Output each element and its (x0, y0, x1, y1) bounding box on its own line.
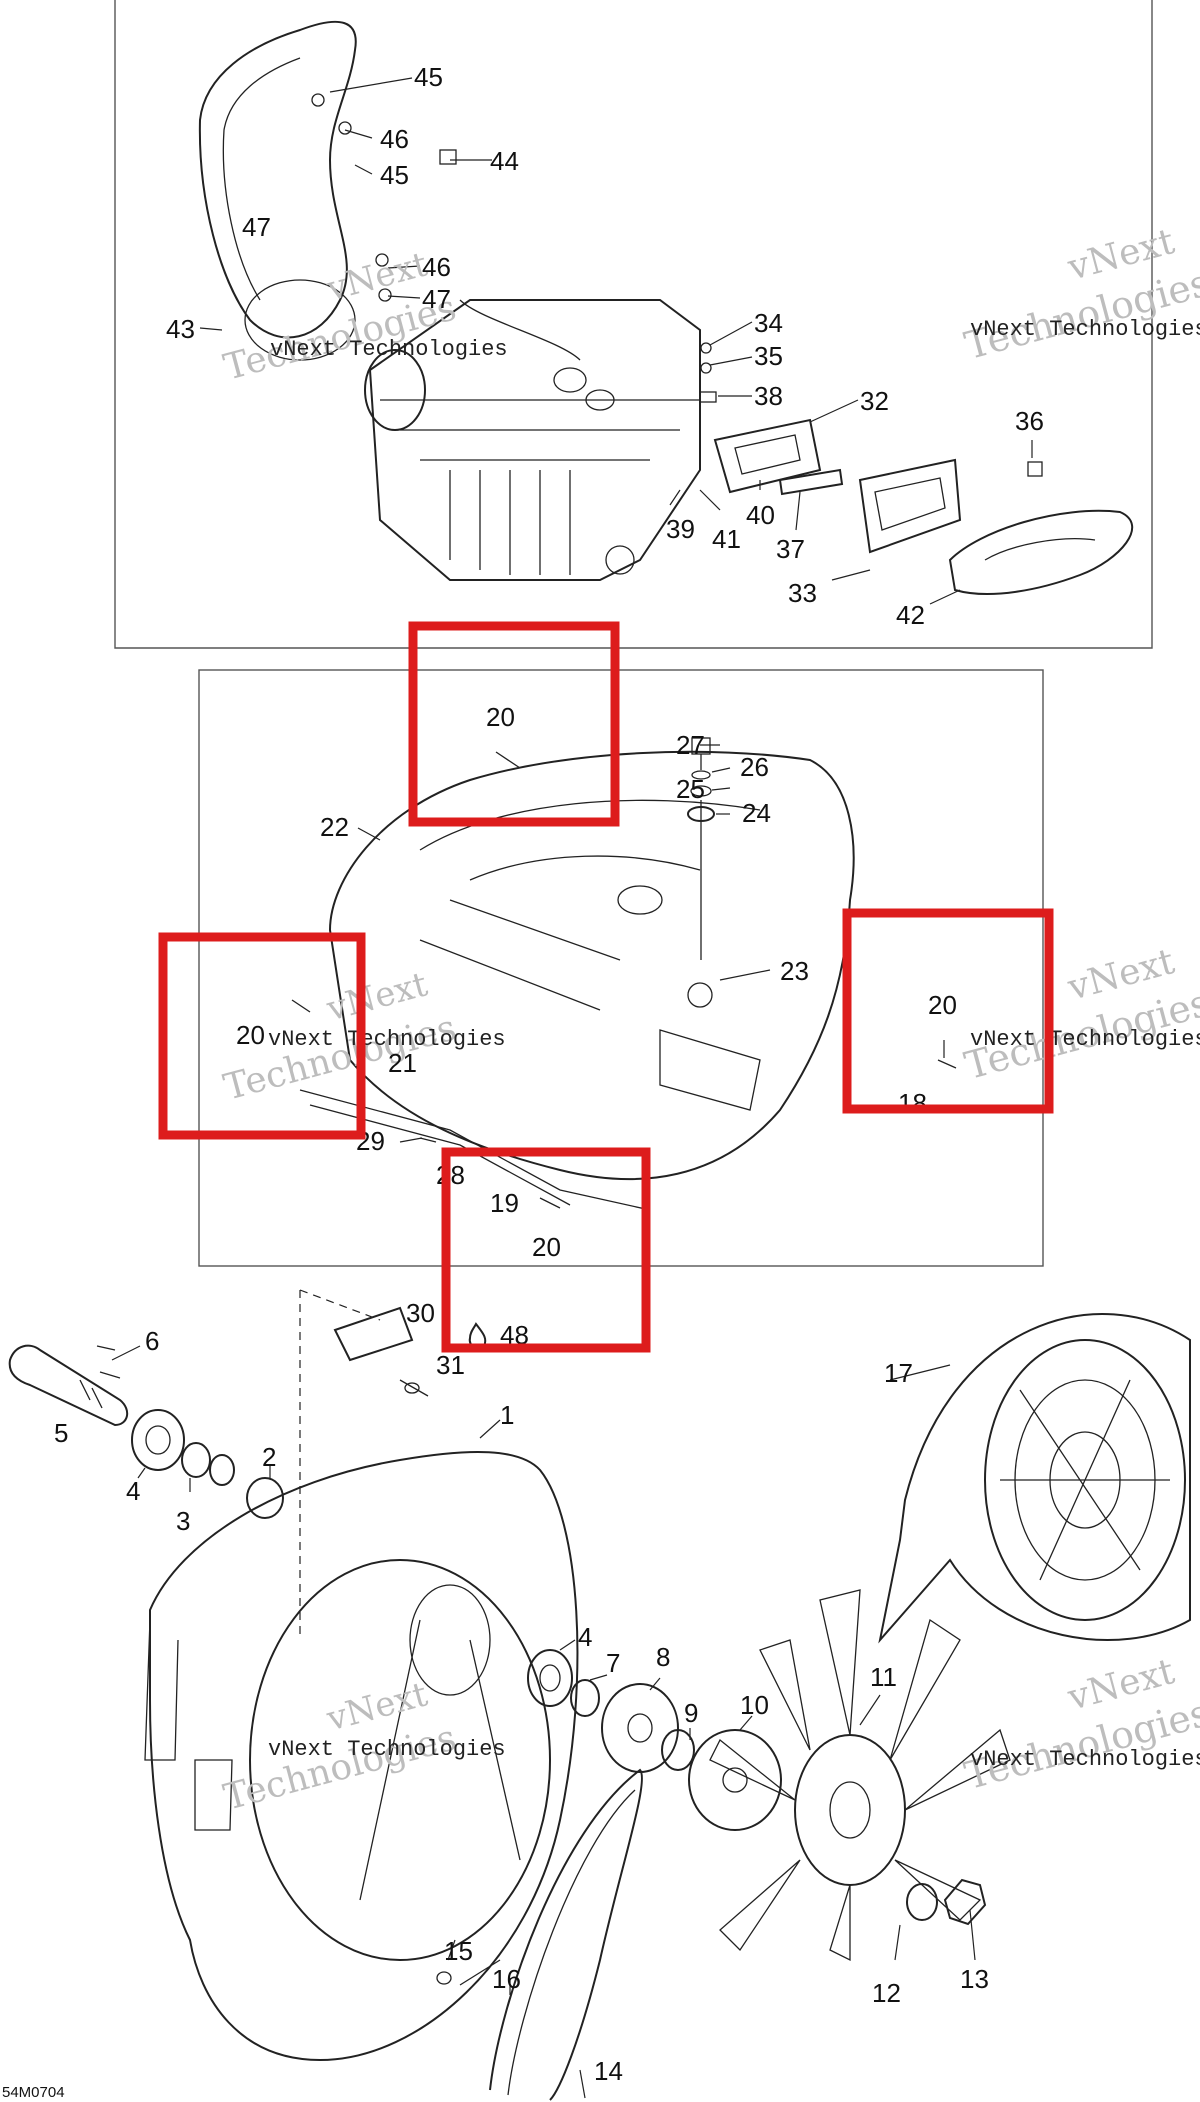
watermark-line2: vNext Technologies (970, 1027, 1200, 1052)
callout-label: 41 (712, 524, 741, 554)
highlight-box-top (408, 621, 620, 827)
callout-label: 42 (896, 600, 925, 630)
callout-label: 46 (422, 252, 451, 282)
callout-label: 3 (176, 1506, 190, 1536)
watermark-line2: vNext Technologies (970, 317, 1200, 342)
callout-label: 35 (754, 341, 783, 371)
bottom-callouts: 30 48 31 6 5 4 3 2 1 17 4 7 8 9 10 11 15… (54, 1298, 989, 2086)
callout-label: 38 (754, 381, 783, 411)
callout-label: 37 (776, 534, 805, 564)
callout-label: 17 (884, 1358, 913, 1388)
callout-label: 31 (436, 1350, 465, 1380)
diagram-code-label: 54M0704 (2, 2084, 65, 2101)
callout-label: 5 (54, 1418, 68, 1448)
highlight-box-right (842, 908, 1054, 1114)
callout-label: 20 (486, 702, 515, 732)
callout-label: 25 (676, 774, 705, 804)
highlight-box-left (158, 932, 366, 1140)
callout-label: 10 (740, 1690, 769, 1720)
callout-label: 36 (1015, 406, 1044, 436)
callout-label: 24 (742, 798, 771, 828)
callout-label: 13 (960, 1964, 989, 1994)
callout-label: 9 (684, 1698, 698, 1728)
callout-label: 19 (490, 1188, 519, 1218)
callout-label: 30 (406, 1298, 435, 1328)
callout-label: 23 (780, 956, 809, 986)
callout-label: 33 (788, 578, 817, 608)
engine-block-illustration (198, 20, 1134, 595)
callout-label: 43 (166, 314, 195, 344)
top-callouts: 45 46 45 44 47 46 47 43 34 35 38 32 36 4… (166, 62, 1044, 630)
callout-label: 46 (380, 124, 409, 154)
callout-label: 11 (870, 1662, 897, 1692)
callout-label: 45 (380, 160, 409, 190)
callout-label: 47 (422, 284, 451, 314)
watermark-line2: vNext Technologies (270, 337, 508, 362)
bottom-leader-lines (99, 1345, 976, 2099)
callout-label: 27 (676, 730, 705, 760)
callout-label: 20 (928, 990, 957, 1020)
callout-label: 7 (606, 1648, 620, 1678)
callout-label: 15 (444, 1936, 473, 1966)
callout-label: 2 (262, 1442, 276, 1472)
callout-label: 32 (860, 386, 889, 416)
callout-label: 12 (872, 1978, 901, 2008)
highlight-boxes (158, 621, 1054, 1353)
watermark-line2: vNext Technologies (268, 1737, 506, 1762)
fan-assembly-illustration (8, 1289, 1191, 2101)
callout-label: 21 (388, 1048, 417, 1078)
callout-label: 40 (746, 500, 775, 530)
engine-cover-illustration (291, 737, 957, 1211)
callout-label: 4 (126, 1476, 140, 1506)
callout-label: 14 (594, 2056, 623, 2086)
top-panel-frame (114, 0, 1153, 649)
middle-leader-lines (357, 744, 945, 1143)
callout-label: 6 (145, 1326, 159, 1356)
callout-label: 39 (666, 514, 695, 544)
callout-label: 20 (236, 1020, 265, 1050)
callout-label: 8 (656, 1642, 670, 1672)
middle-panel-frame (198, 669, 1044, 1267)
callout-label: 16 (492, 1964, 521, 1994)
watermark-line2: vNext Technologies (268, 1027, 506, 1052)
callout-label: 44 (490, 146, 519, 176)
callout-label: 26 (740, 752, 769, 782)
callout-label: 20 (532, 1232, 561, 1262)
callout-label: 47 (242, 212, 271, 242)
callout-label: 22 (320, 812, 349, 842)
callout-label: 4 (578, 1622, 592, 1652)
callout-label: 1 (500, 1400, 514, 1430)
highlight-box-bottom (441, 1147, 651, 1353)
callout-label: 45 (414, 62, 443, 92)
callout-label: 34 (754, 308, 783, 338)
top-leader-lines (199, 77, 1033, 605)
middle-callouts: 20 27 26 25 24 22 23 20 20 18 21 29 28 1… (236, 702, 957, 1262)
watermark-line2: vNext Technologies (970, 1747, 1200, 1772)
